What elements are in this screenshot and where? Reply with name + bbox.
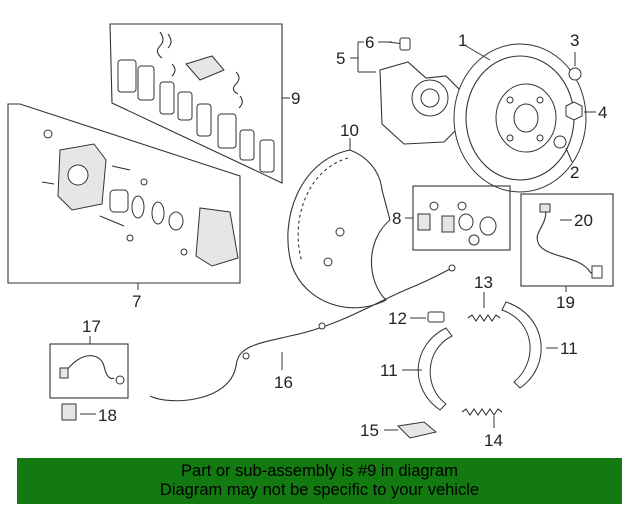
brake-pad-left: [117, 59, 193, 121]
shoe-plate[interactable]: 15: [360, 421, 438, 440]
callout-19: 19: [556, 293, 575, 312]
sensor-wire: [536, 205, 599, 279]
callout-7: 7: [132, 292, 141, 311]
shoe-plate-part: [396, 421, 438, 439]
callout-4: 4: [598, 103, 607, 122]
hardware-kit-group[interactable]: 8: [392, 185, 511, 251]
brake-rotor[interactable]: 1: [453, 31, 587, 193]
caliper-bracket: [195, 207, 239, 267]
callout-9: 9: [291, 89, 300, 108]
callout-16: 16: [274, 373, 293, 392]
callout-12: 12: [388, 309, 407, 328]
hub-group[interactable]: 5 6: [336, 33, 461, 145]
brake-pad-right: [196, 103, 275, 173]
adjuster[interactable]: 12: [388, 309, 445, 328]
dust-shield[interactable]: 10: [287, 121, 391, 309]
callout-18: 18: [98, 406, 117, 425]
parts-diagram: 9 7: [7, 23, 614, 450]
bracket-box: [49, 343, 129, 399]
info-line-2: Diagram may not be specific to your vehi…: [159, 481, 480, 499]
info-line-1: Part or sub-assembly is #9 in diagram: [181, 462, 458, 480]
spring-14: [461, 408, 503, 416]
callout-14: 14: [484, 431, 503, 450]
upper-spring[interactable]: 13: [467, 273, 501, 322]
callout-5: 5: [336, 49, 345, 68]
callout-20: 20: [574, 211, 593, 230]
callout-2: 2: [570, 163, 579, 182]
spring-13: [467, 314, 501, 322]
pad-kit-group[interactable]: 9: [109, 23, 300, 184]
adjuster-body: [427, 311, 445, 323]
pad-shim: [185, 55, 225, 81]
pad-clip: [156, 31, 164, 59]
cable-bracket-group[interactable]: 17 18: [49, 317, 129, 425]
cable-line: [149, 267, 453, 402]
caliper-group[interactable]: 7: [7, 103, 241, 311]
callout-3: 3: [570, 31, 579, 50]
callout-11-right: 11: [560, 339, 578, 358]
callout-17: 17: [82, 317, 101, 336]
callout-13: 13: [474, 273, 493, 292]
brake-shoes[interactable]: 11 11: [380, 301, 578, 411]
caliper-box: [7, 103, 241, 284]
info-banner: Part or sub-assembly is #9 in diagram Di…: [17, 458, 622, 504]
callout-1: 1: [458, 31, 467, 50]
hub-nut: [565, 101, 583, 121]
callout-8: 8: [392, 209, 401, 228]
callout-11-left: 11: [380, 361, 398, 380]
callout-15: 15: [360, 421, 379, 440]
parking-brake-cable[interactable]: 16: [149, 264, 456, 402]
callout-6: 6: [365, 33, 374, 52]
callout-10: 10: [340, 121, 359, 140]
sensor-box: [520, 193, 614, 287]
rotor-screw: [568, 67, 582, 81]
caliper-piston: [109, 189, 129, 213]
brake-shoe-right: [501, 301, 542, 389]
lower-spring[interactable]: 14: [461, 408, 503, 450]
brake-shoe-left: [417, 327, 453, 411]
sensor-group[interactable]: 19 20: [520, 193, 614, 312]
cable-clip: [61, 403, 77, 421]
pad-kit-box: [109, 23, 283, 184]
dust-cap: [553, 135, 567, 149]
dust-shield-outline: [287, 149, 391, 309]
small-hardware[interactable]: 3 4 2: [553, 31, 607, 182]
